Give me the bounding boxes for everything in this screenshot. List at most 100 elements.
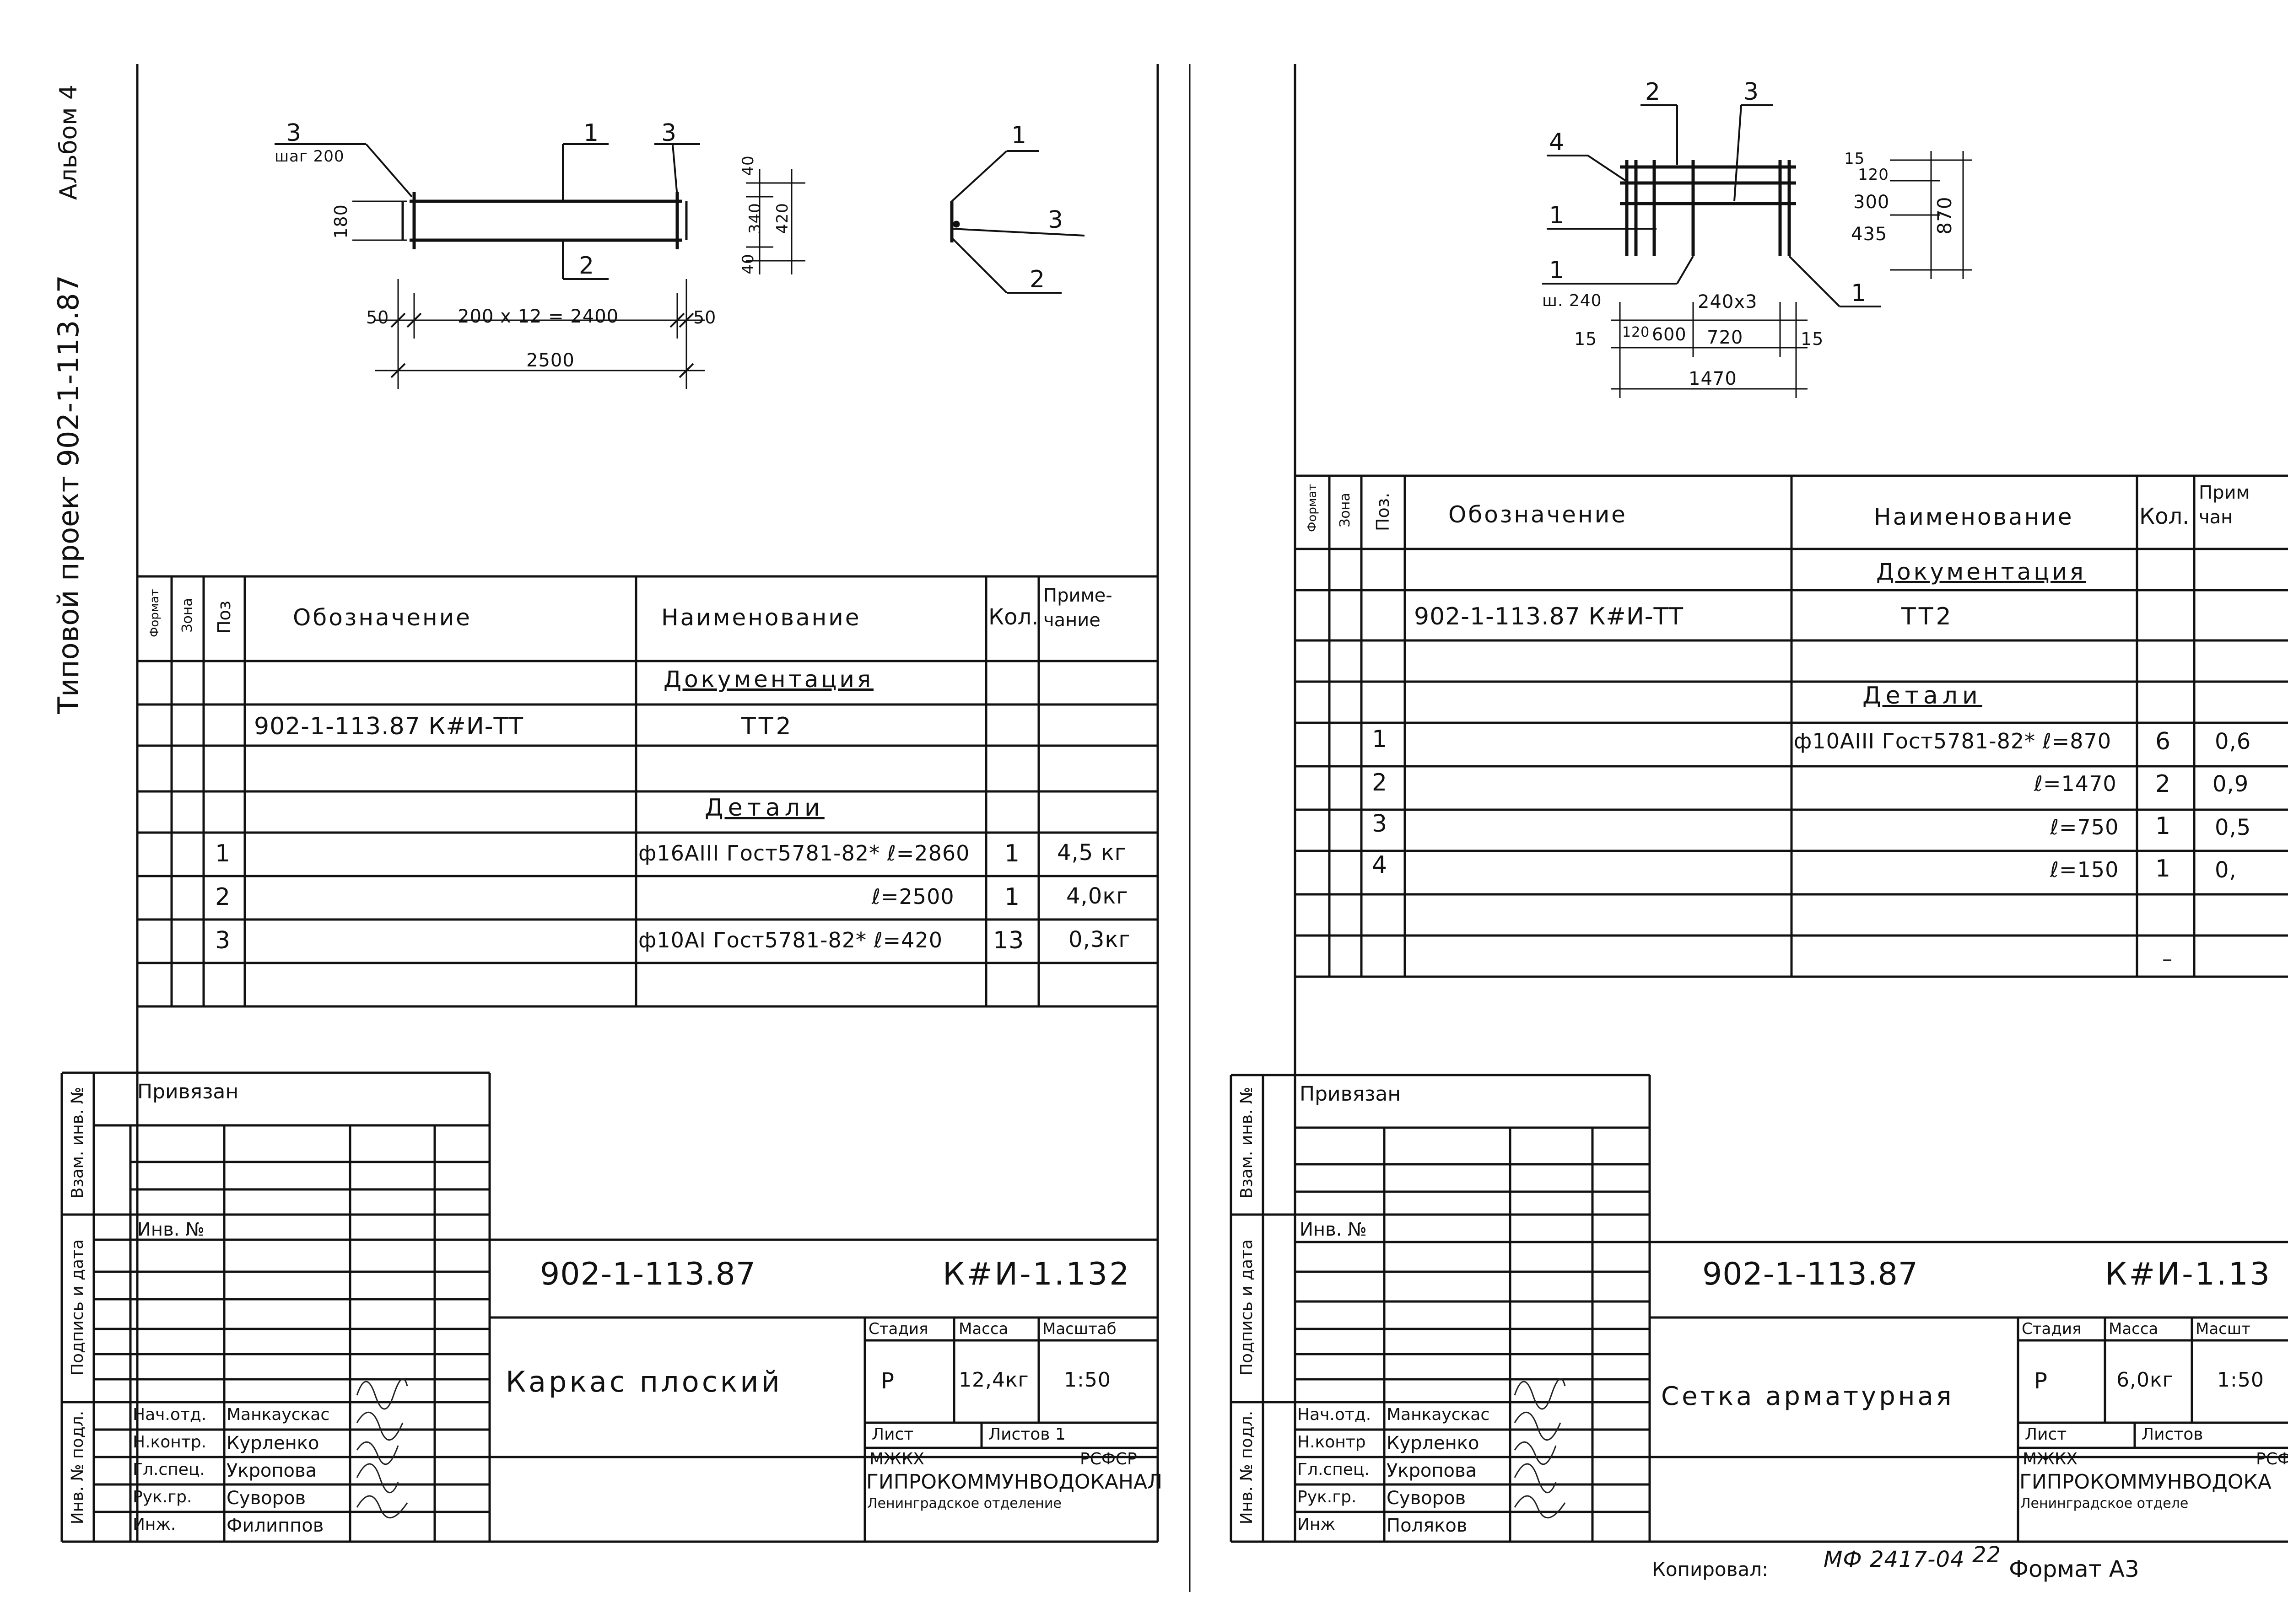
name-head-dept: Манкаускас — [227, 1405, 330, 1424]
dim-15-top: 15 — [1844, 150, 1865, 168]
callout-2-bottom: 2 — [579, 252, 595, 280]
copied-signature: МФ 2417-04 — [1824, 1547, 1965, 1572]
project-code: 902-1-113.87 — [540, 1256, 756, 1292]
r-doc-name: ТТ2 — [1901, 603, 1954, 630]
r-project-code: 902-1-113.87 — [1702, 1256, 1919, 1292]
r-side-label-signature-date: Подпись и дата — [1237, 1239, 1256, 1376]
r-sheet-code: К#И-1.13 — [2105, 1256, 2272, 1292]
paper-format: Формат А3 — [2009, 1556, 2139, 1582]
org-branch: Ленинградское отделение — [867, 1495, 1062, 1511]
row-1-pos: 1 — [215, 840, 231, 867]
r-col-pos-header: Поз. — [1373, 492, 1393, 532]
row-1-qty: 1 — [1004, 840, 1020, 867]
row-1-note: 4,5 кг — [1057, 840, 1127, 866]
r-col-zone-header: Зона — [1337, 493, 1353, 527]
r-role-group-lead: Рук.гр. — [1297, 1488, 1357, 1506]
dim-span: 200 x 12 = 2400 — [458, 306, 619, 327]
sheet-number: 22 — [1972, 1542, 2002, 1568]
mass-value: 12,4кг — [959, 1368, 1029, 1392]
row-3-qty: 13 — [993, 927, 1025, 954]
row-3-name: ф10АI Гост5781-82* ℓ=420 — [638, 928, 943, 952]
mass-header: Масса — [959, 1320, 1009, 1338]
r-row-3-qty: 1 — [2155, 812, 2171, 840]
r-name-head-dept: Манкаускас — [1387, 1405, 1490, 1424]
dim-15-right: 15 — [1801, 329, 1824, 349]
role-engineer: Инж. — [133, 1515, 176, 1534]
r-role-chief-spec: Гл.спец. — [1297, 1460, 1370, 1479]
col-zone-header: Зона — [179, 598, 195, 633]
scale-header: Масштаб — [1042, 1320, 1117, 1338]
r-scale-header: Масшт — [2196, 1320, 2250, 1338]
r-row-4-name: ℓ=150 — [2050, 857, 2119, 882]
name-engineer: Филиппов — [227, 1515, 324, 1536]
r-row-1-name: ф10АIII Гост5781-82* ℓ=870 — [1794, 729, 2112, 753]
r-role-head-dept: Нач.отд. — [1297, 1405, 1371, 1424]
row-3-pos: 3 — [215, 927, 231, 954]
album-label-vertical: Альбом 4 — [55, 84, 82, 200]
dim-40-top: 40 — [739, 155, 757, 176]
r-org-ministry: МЖКХ — [2023, 1450, 2078, 1468]
role-chief-spec: Гл.спец. — [133, 1460, 205, 1479]
org-republic: РСФСР — [1080, 1450, 1137, 1468]
dim-600: 600 — [1652, 324, 1687, 344]
doc-designation: 902-1-113.87 К#И-ТТ — [254, 713, 524, 740]
r-row-4-pos: 4 — [1372, 851, 1388, 879]
r-row-2-name: ℓ=1470 — [2034, 771, 2117, 796]
dim-240x3: 240x3 — [1698, 291, 1758, 312]
org-institute: ГИПРОКОММУНВОДОКАНАЛ — [866, 1470, 1163, 1494]
dim-50-right: 50 — [693, 307, 717, 328]
side-label-inv-podl: Инв. № подл. — [68, 1410, 87, 1525]
side-label-replace-inv: Взам. инв. № — [68, 1086, 87, 1199]
row-2-pos: 2 — [215, 883, 231, 911]
r-doc-designation: 902-1-113.87 К#И-ТТ — [1414, 603, 1684, 630]
r-row-2-note: 0,9 — [2212, 771, 2249, 797]
r-mass-value: 6,0кг — [2116, 1368, 2174, 1392]
stage-value: Р — [881, 1368, 895, 1394]
r-row-3-note: 0,5 — [2215, 815, 2251, 840]
step-label: шаг 200 — [275, 147, 345, 166]
r-col-designation-header: Обозначение — [1448, 501, 1627, 528]
r-bound-label: Привязан — [1300, 1082, 1401, 1106]
r-section-parts: Детали — [1862, 682, 1982, 710]
dim-870: 870 — [1933, 196, 1956, 235]
sheets-header: Листов 1 — [988, 1425, 1066, 1444]
col-designation-header: Обозначение — [293, 604, 472, 631]
dim-180: 180 — [331, 204, 351, 239]
project-title-vertical: Типовой проект 902-1-113.87 — [52, 275, 85, 714]
row-1-name: ф16АIII Гост5781-82* ℓ=2860 — [638, 841, 970, 866]
role-norm-control: Н.контр. — [133, 1433, 207, 1452]
r-row-2-pos: 2 — [1372, 769, 1388, 796]
dim-120: 120 — [1622, 324, 1650, 340]
dim-120-right: 120 — [1858, 166, 1889, 184]
r-sheet-header: Лист — [2025, 1425, 2067, 1444]
doc-name: ТТ2 — [741, 713, 794, 740]
r-row-2-qty: 2 — [2155, 770, 2171, 798]
r-row-4-note: 0, — [2215, 857, 2237, 883]
dim-340: 340 — [746, 203, 764, 234]
sheet-header: Лист — [872, 1425, 914, 1444]
col-name-header: Наименование — [661, 604, 861, 631]
r-org-republic: РСФ — [2256, 1450, 2288, 1468]
dim-40-bottom: 40 — [739, 253, 757, 274]
r-role-norm-control: Н.контр — [1297, 1433, 1366, 1452]
name-chief-spec: Укропова — [227, 1460, 317, 1481]
callout-3-right: 3 — [661, 119, 677, 147]
col-note-header: Приме- чание — [1043, 585, 1112, 631]
role-group-lead: Рук.гр. — [133, 1488, 192, 1506]
r-empty-dash: – — [2162, 947, 2173, 971]
scale-value: 1:50 — [1064, 1368, 1111, 1392]
mesh-step-label: ш. 240 — [1542, 291, 1602, 310]
r-drawing-title: Сетка арматурная — [1661, 1382, 1954, 1411]
r-name-engineer: Поляков — [1387, 1515, 1468, 1536]
dim-300: 300 — [1853, 192, 1890, 213]
copied-label: Копировал: — [1652, 1558, 1769, 1581]
r-row-4-qty: 1 — [2155, 855, 2171, 882]
mesh-callout-1b: 1 — [1549, 257, 1565, 284]
callout-2-side: 2 — [1030, 266, 1046, 293]
mesh-callout-2: 2 — [1645, 78, 1661, 106]
callout-3-side: 3 — [1048, 206, 1064, 234]
dim-420: 420 — [773, 203, 792, 234]
r-stage-header: Стадия — [2022, 1320, 2082, 1338]
col-pos-header: Поз — [214, 600, 234, 634]
r-scale-value: 1:50 — [2217, 1368, 2264, 1392]
